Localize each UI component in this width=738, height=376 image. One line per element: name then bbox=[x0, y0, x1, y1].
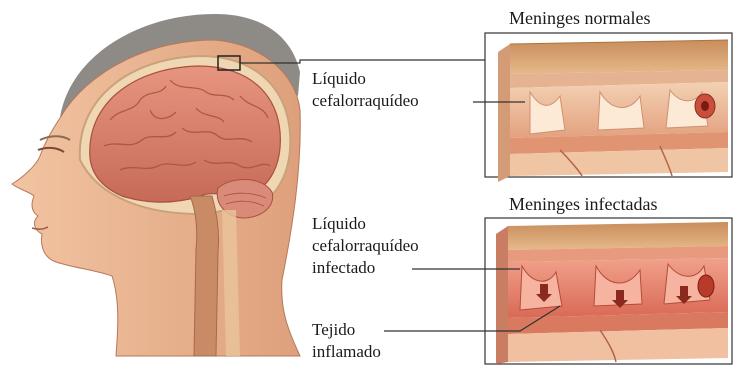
csf-label-line2: cefalorraquídeo bbox=[312, 90, 419, 111]
panel-normal bbox=[485, 33, 732, 182]
panel-infected bbox=[485, 218, 732, 364]
normal-meninges-title: Meninges normales bbox=[509, 8, 650, 29]
infected-meninges-title: Meninges infectadas bbox=[509, 194, 657, 215]
csf-label-line1: Líquido bbox=[312, 68, 366, 89]
inflamed-label-line1: Tejido bbox=[312, 319, 355, 340]
infected-csf-label-line1: Líquido bbox=[312, 213, 366, 234]
head-profile bbox=[12, 14, 300, 356]
infected-csf-label-line3: infectado bbox=[312, 257, 375, 278]
infected-csf-label-line2: cefalorraquídeo bbox=[312, 235, 419, 256]
inflamed-label-line2: inflamado bbox=[312, 341, 381, 362]
